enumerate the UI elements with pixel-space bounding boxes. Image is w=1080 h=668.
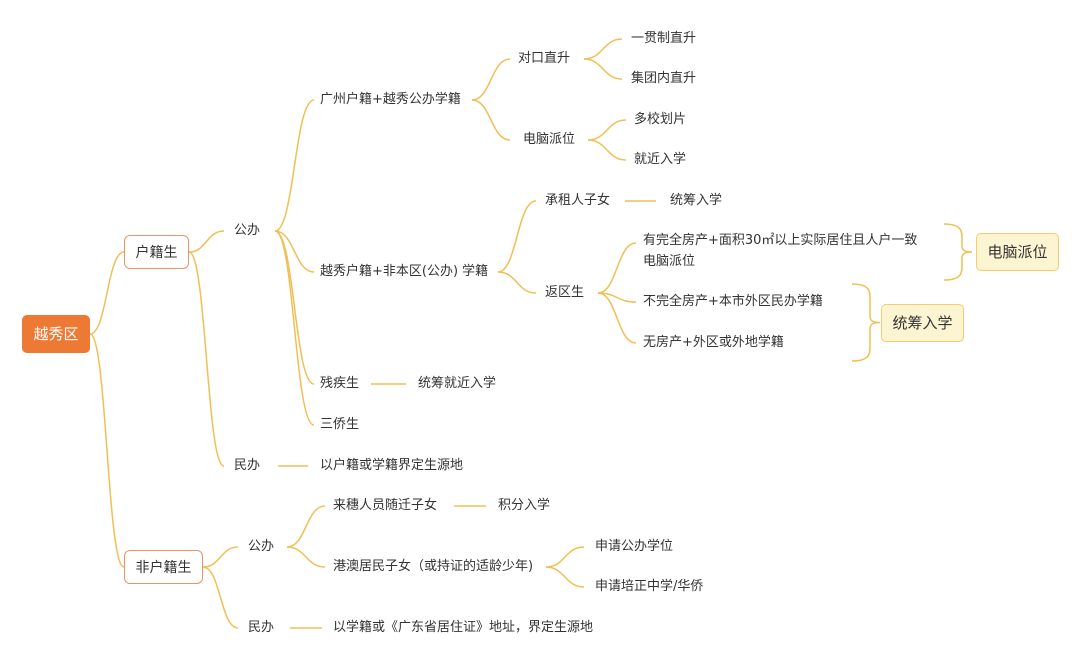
ys-edge-1 [497,271,537,294]
node-migrant-result[interactable]: 积分入学 [498,498,551,513]
hkmo-edge-1 [545,566,585,588]
node-hkmo[interactable]: 港澳居民子女（或持证的适龄少年) [333,559,534,574]
node-disabled-result[interactable]: 统筹就近入学 [418,376,497,391]
watermark: · [514,658,516,665]
node-gz[interactable]: 广州户籍+越秀公办学籍 [320,92,461,107]
nonhukou-public-edge-1 [286,546,326,568]
box-computer-dispatch[interactable]: 电脑派位 [976,233,1059,271]
hkmo-edge-0 [545,546,585,568]
hukou-public-edge-2 [274,230,315,385]
node-direct[interactable]: 对口直升 [518,51,571,66]
node-hukou-private-result[interactable]: 以户籍或学籍界定生源地 [320,458,464,473]
node-renter[interactable]: 承租人子女 [545,193,611,208]
node-ys[interactable]: 越秀户籍+非本区(公办) 学籍 [320,264,489,279]
return-edge-2 [597,292,637,344]
direct-edge-0 [583,38,623,60]
hukou-public-edge-0 [274,99,315,232]
node-hkmo-item-1[interactable]: 申请培正中学/华侨 [595,579,704,594]
node-direct-item-0[interactable]: 一贯制直升 [631,31,697,46]
hukou-edge-1 [188,251,225,467]
direct-edge-1 [583,58,623,80]
nonhukou-edge-1 [202,566,239,629]
node-nonhukou-private[interactable]: 民办 [248,620,275,635]
ys-edge-0 [497,200,537,273]
node-return-item-0-sub: 电脑派位 [643,254,696,269]
root-edge-1 [89,333,125,568]
node-renter-result[interactable]: 统筹入学 [670,193,723,208]
gz-edge-1 [471,99,511,141]
node-direct-item-1[interactable]: 集团内直升 [631,71,697,86]
hukou-edge-0 [188,230,225,253]
box-overall-enroll[interactable]: 统筹入学 [881,304,964,342]
hukou-public-edge-3 [274,230,315,426]
node-computer[interactable]: 电脑派位 [523,132,576,147]
gz-edge-0 [471,58,511,101]
node-computer-item-0[interactable]: 多校划片 [634,112,687,127]
hukou-public-edge-1 [274,230,315,273]
return-edge-0 [597,242,637,294]
node-hukou[interactable]: 户籍生 [124,235,189,269]
node-return-item-0[interactable]: 有完全房产+面积30㎡以上实际居住且人户一致 [643,233,918,248]
node-return[interactable]: 返区生 [545,285,585,300]
brace-computer [943,223,973,281]
node-overseas[interactable]: 三侨生 [320,417,360,432]
brace-overall [851,283,881,362]
node-disabled[interactable]: 残疾生 [320,376,360,391]
node-hukou-private[interactable]: 民办 [234,458,261,473]
computer-edge-1 [587,139,627,161]
node-hukou-public[interactable]: 公办 [234,223,261,238]
node-nonhukou[interactable]: 非户籍生 [124,550,203,584]
node-nonhukou-public[interactable]: 公办 [248,539,275,554]
node-migrant[interactable]: 来穗人员随迁子女 [333,498,438,513]
node-nonhukou-private-result[interactable]: 以学籍或《广东省居住证》地址，界定生源地 [333,620,594,635]
node-return-item-1[interactable]: 不完全房产+本市外区民办学籍 [643,294,823,309]
computer-edge-0 [587,119,627,141]
nonhukou-edge-0 [202,546,239,568]
root-edge-0 [89,251,125,335]
root-node[interactable]: 越秀区 [22,315,90,353]
node-return-item-2[interactable]: 无房产+外区或外地学籍 [643,335,784,350]
nonhukou-public-edge-0 [286,505,326,548]
node-computer-item-1[interactable]: 就近入学 [634,152,687,167]
node-hkmo-item-0[interactable]: 申请公办学位 [595,539,674,554]
